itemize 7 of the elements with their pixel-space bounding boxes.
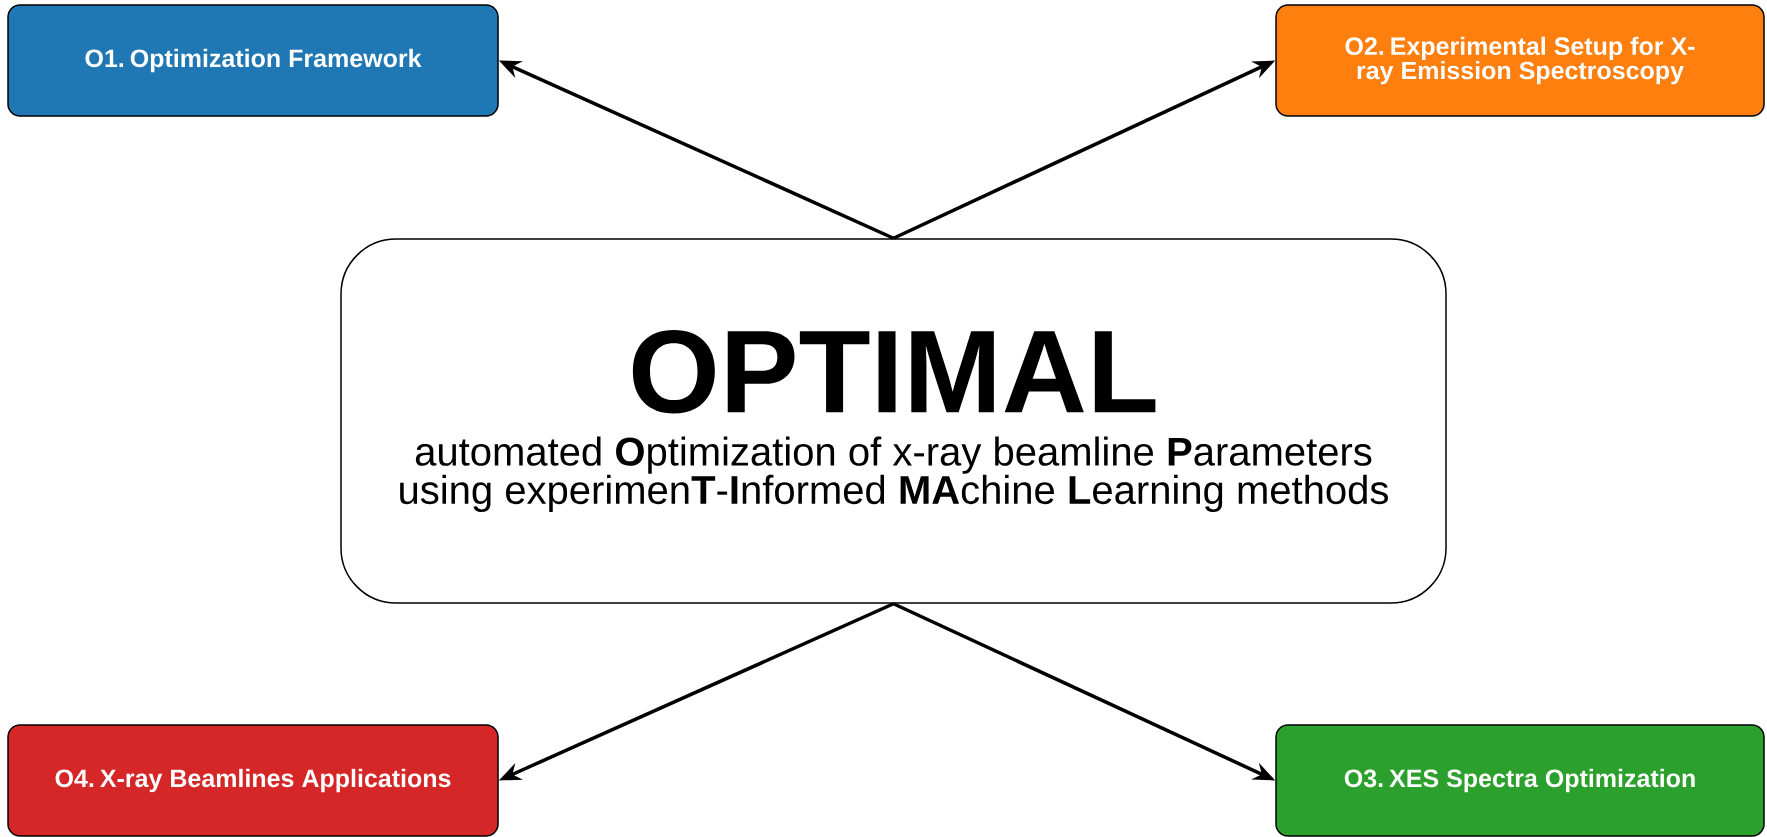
objective-box: O3. XES Spectra Optimization [1275, 724, 1765, 837]
objective-box: O2. Experimental Setup for X-ray Emission Spectroscopy [1275, 4, 1765, 117]
description-text: automated Optimization of x-ray beamline Parameters using experimenT-Informed MAchine Learning methods [400, 436, 1388, 513]
title-box [340, 238, 1447, 604]
objective-box: O1. Optimization Framework [7, 4, 499, 117]
acronym-heading: OPTIMAL [632, 329, 1156, 414]
objective-box: O4. X-ray Beamlines Applications [7, 724, 499, 837]
